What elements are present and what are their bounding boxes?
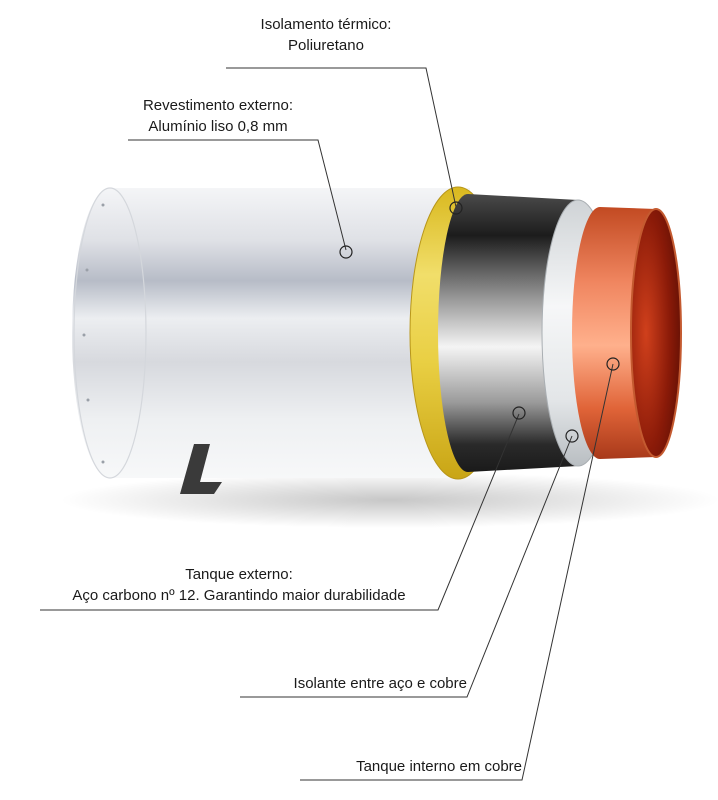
mounting-bracket <box>180 444 222 494</box>
label-outer-tank: Tanque externo: Aço carbono nº 12. Garan… <box>40 564 438 606</box>
marker-outer-coating <box>339 245 353 259</box>
marker-insulator <box>565 429 579 443</box>
inner-tank-title: Tanque interno em cobre <box>356 758 522 775</box>
thermal-insulation-title: Isolamento térmico: <box>260 16 392 33</box>
steel-tank <box>438 194 578 472</box>
thermal-insulation-value: Poliuretano <box>288 37 364 54</box>
outer-tank-title: Tanque externo: <box>185 566 293 583</box>
label-inner-tank: Tanque interno em cobre <box>290 756 522 777</box>
leader-outer-tank <box>40 413 520 611</box>
copper-tank <box>572 207 682 459</box>
leader-insulator <box>240 435 573 698</box>
outer-tank-value: Aço carbono nº 12. Garantindo maior dura… <box>72 587 406 604</box>
floor-shadow <box>60 472 718 528</box>
leader-thermal-insulation <box>226 67 457 208</box>
insulator-title: Isolante entre aço e cobre <box>293 675 467 692</box>
leader-outer-coating <box>128 139 347 251</box>
label-outer-coating: Revestimento externo: Alumínio liso 0,8 … <box>118 95 318 137</box>
label-insulator: Isolante entre aço e cobre <box>230 673 467 694</box>
marker-inner-tank <box>606 357 620 371</box>
outer-coating-title: Revestimento externo: <box>142 97 294 114</box>
marker-thermal-insulation <box>449 201 463 215</box>
leader-inner-tank <box>300 363 614 781</box>
label-thermal-insulation: Isolamento térmico: Poliuretano <box>226 14 426 56</box>
aluminum-shell <box>72 187 470 479</box>
marker-outer-tank <box>512 406 526 420</box>
outer-coating-value: Alumínio liso 0,8 mm <box>148 118 288 135</box>
